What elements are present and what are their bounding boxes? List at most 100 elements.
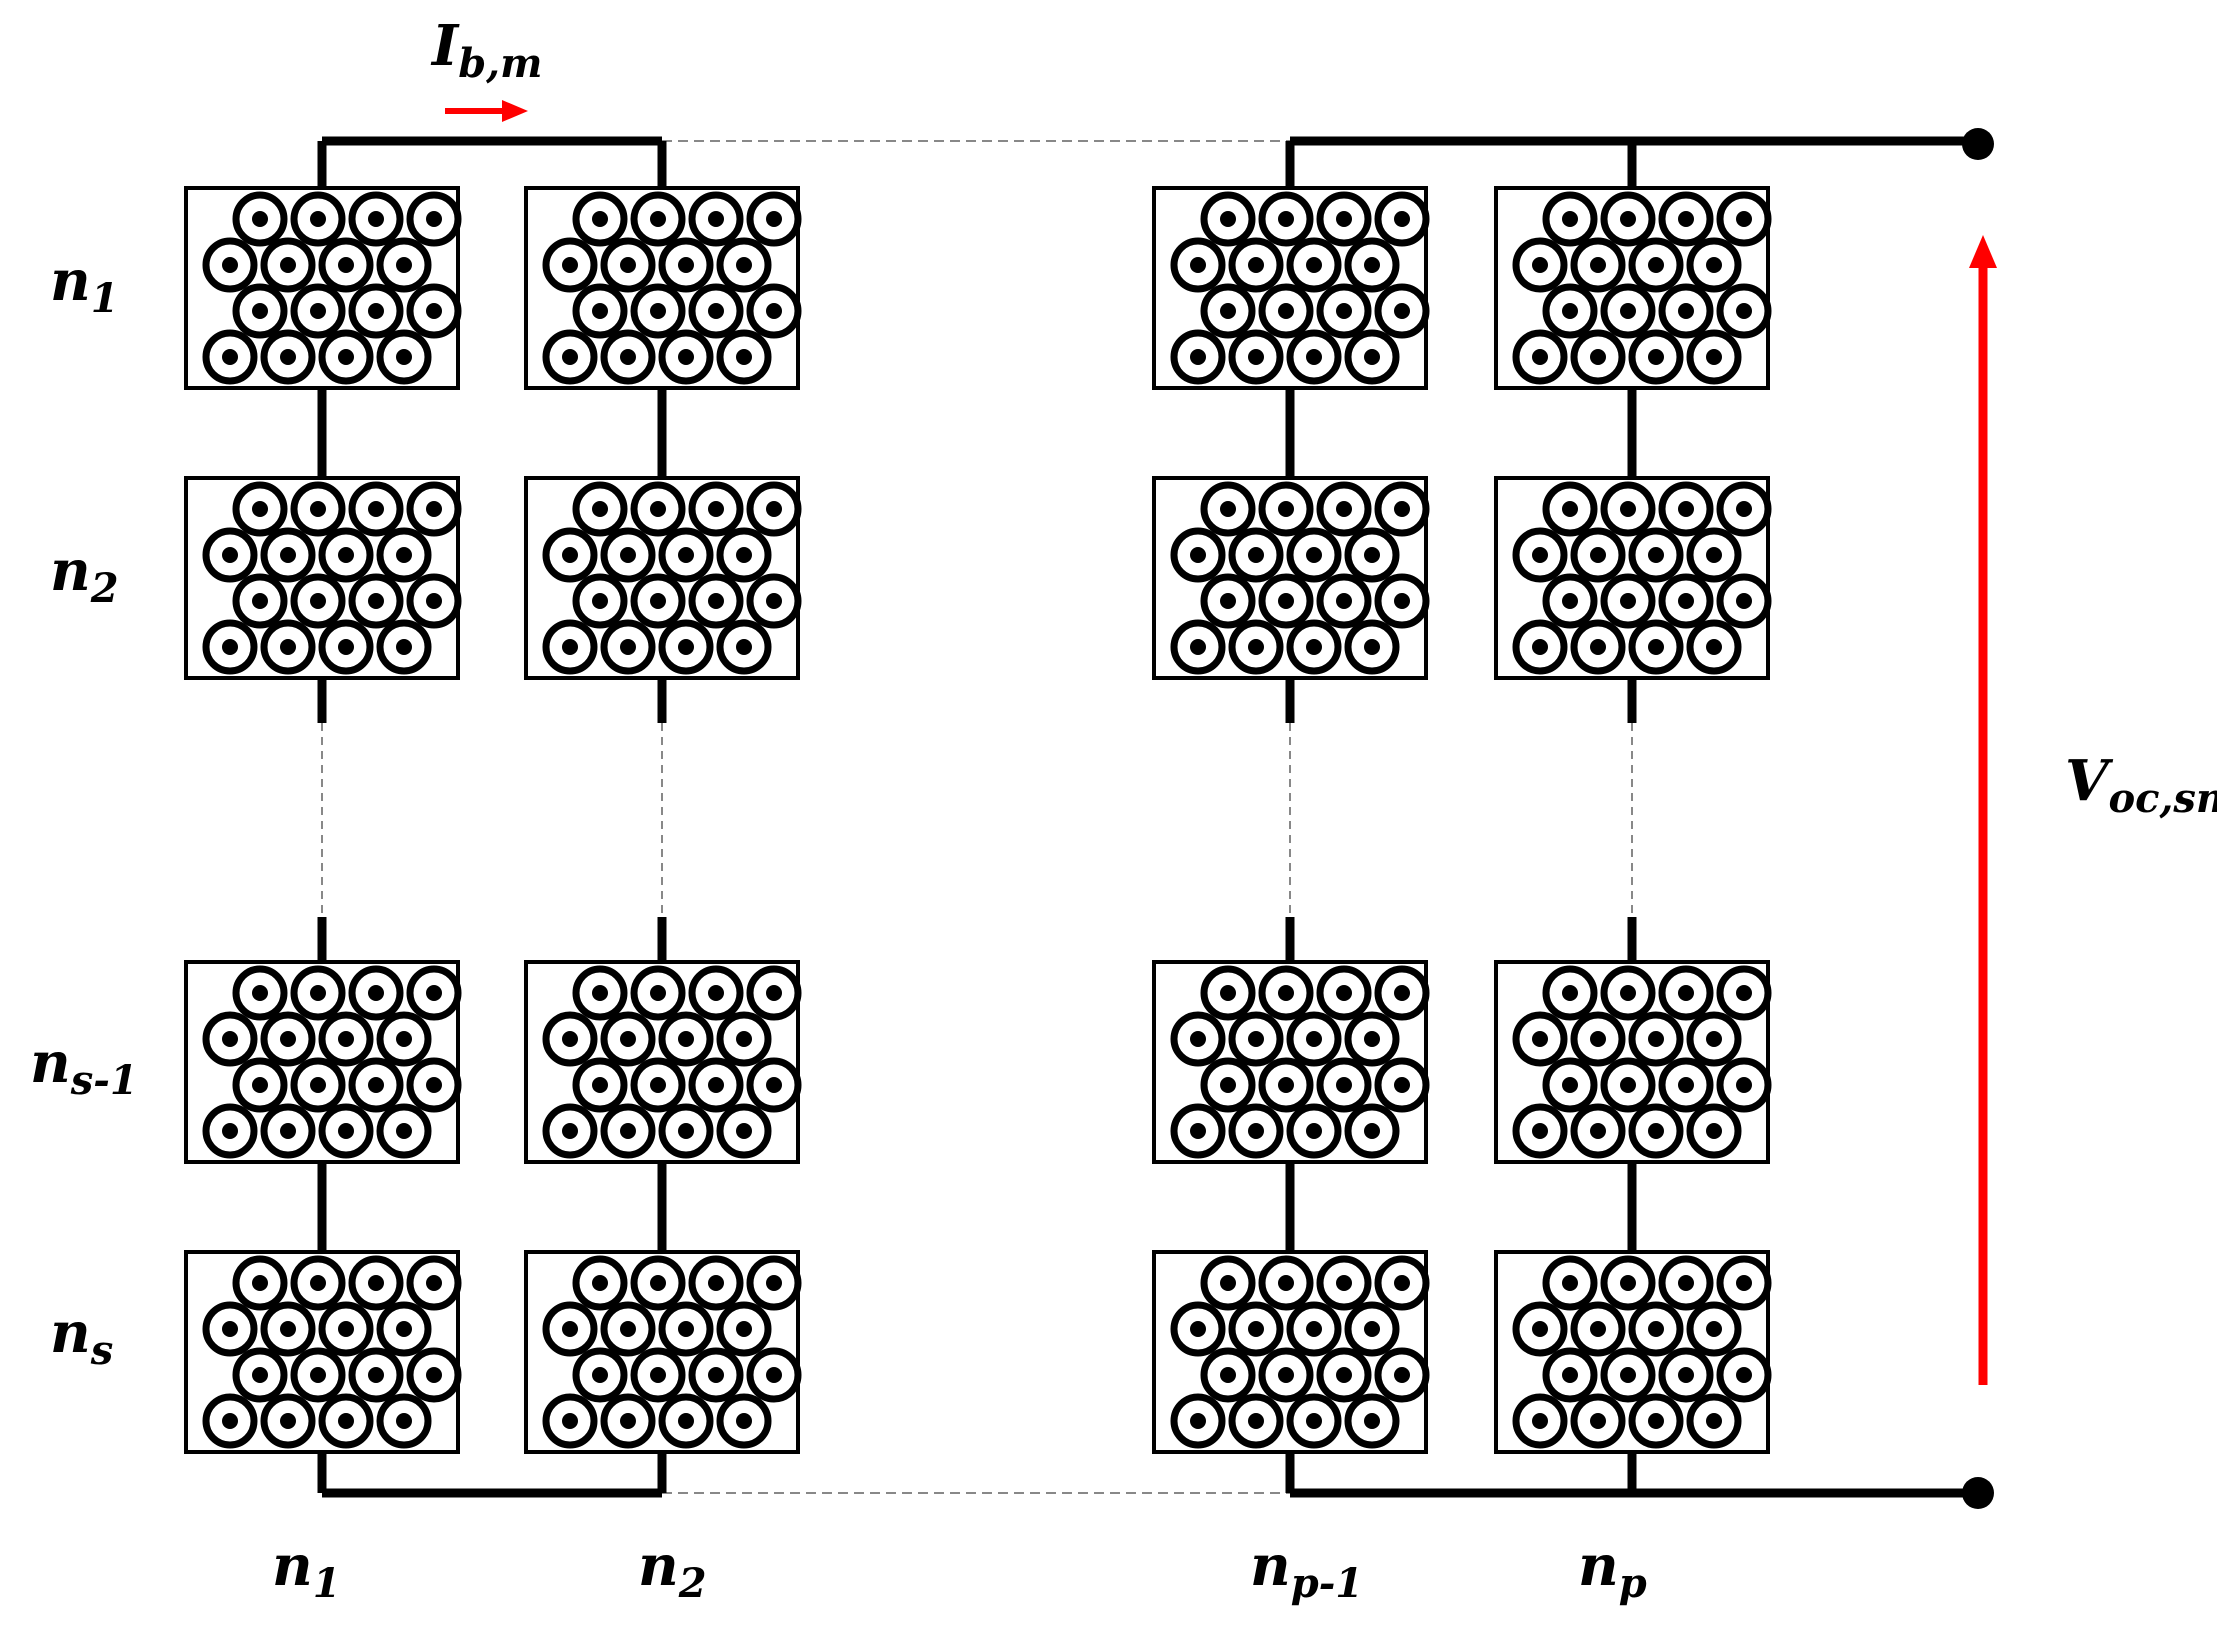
cell-core: [1190, 1413, 1206, 1429]
cell-core: [310, 211, 326, 227]
cell-core: [1736, 1367, 1752, 1383]
cell-core: [650, 303, 666, 319]
battery-module: [524, 186, 802, 390]
cell-core: [678, 257, 694, 273]
cell-core: [1706, 639, 1722, 655]
voltage-label: Voc,sm: [2065, 748, 2217, 822]
cell-core: [1336, 1275, 1352, 1291]
cell-core: [1562, 303, 1578, 319]
cell-core: [708, 501, 724, 517]
cell-core: [736, 639, 752, 655]
cell-core: [1648, 639, 1664, 655]
cell-core: [252, 593, 268, 609]
cell-core: [620, 639, 636, 655]
cell-core: [338, 1413, 354, 1429]
positive-terminal: [1962, 128, 1994, 160]
cell-core: [1248, 1413, 1264, 1429]
column-label-p-1: np-1: [1250, 1533, 1363, 1607]
cell-core: [650, 1077, 666, 1093]
cell-core: [1306, 1413, 1322, 1429]
column-label-2: n2: [638, 1533, 707, 1607]
cell-core: [426, 1367, 442, 1383]
cell-core: [280, 547, 296, 563]
cell-core: [736, 257, 752, 273]
cell-core: [1678, 985, 1694, 1001]
cell-core: [1394, 1367, 1410, 1383]
cell-core: [1648, 1031, 1664, 1047]
cell-core: [736, 547, 752, 563]
cell-core: [252, 211, 268, 227]
cell-core: [1190, 257, 1206, 273]
cell-core: [1678, 303, 1694, 319]
cell-core: [1248, 547, 1264, 563]
cell-core: [766, 593, 782, 609]
cell-core: [1364, 1413, 1380, 1429]
cell-core: [280, 349, 296, 365]
cell-core: [1678, 501, 1694, 517]
cell-core: [1190, 639, 1206, 655]
cell-core: [766, 303, 782, 319]
battery-module: [524, 1250, 802, 1454]
cell-core: [1648, 547, 1664, 563]
cell-core: [1706, 349, 1722, 365]
cell-core: [736, 1031, 752, 1047]
cell-core: [426, 303, 442, 319]
cell-core: [1678, 1367, 1694, 1383]
cell-core: [1736, 211, 1752, 227]
cell-core: [368, 1275, 384, 1291]
cell-core: [1706, 1031, 1722, 1047]
cell-core: [766, 1275, 782, 1291]
cell-core: [396, 1123, 412, 1139]
cell-core: [592, 211, 608, 227]
negative-terminal: [1962, 1477, 1994, 1509]
cell-core: [1562, 1367, 1578, 1383]
cell-core: [736, 349, 752, 365]
cell-core: [1278, 1275, 1294, 1291]
cell-core: [1336, 1077, 1352, 1093]
cell-core: [1190, 547, 1206, 563]
cell-core: [562, 257, 578, 273]
cell-core: [678, 1031, 694, 1047]
cell-core: [368, 593, 384, 609]
cell-core: [1736, 985, 1752, 1001]
cell-core: [252, 985, 268, 1001]
cell-core: [708, 1367, 724, 1383]
cell-core: [252, 1077, 268, 1093]
cell-core: [1306, 349, 1322, 365]
cell-core: [338, 1321, 354, 1337]
cell-core: [1736, 593, 1752, 609]
cell-core: [678, 1321, 694, 1337]
current-arrow: [445, 100, 528, 122]
cell-core: [1336, 593, 1352, 609]
cell-core: [1562, 501, 1578, 517]
cell-core: [396, 639, 412, 655]
row-label-2: n2: [50, 538, 119, 612]
cell-core: [1220, 303, 1236, 319]
cell-core: [1336, 501, 1352, 517]
cell-core: [368, 1077, 384, 1093]
cell-core: [766, 985, 782, 1001]
cell-core: [1336, 211, 1352, 227]
cell-core: [1648, 1321, 1664, 1337]
cell-core: [310, 593, 326, 609]
cell-core: [1364, 639, 1380, 655]
cell-core: [252, 501, 268, 517]
cell-core: [1648, 1123, 1664, 1139]
battery-module: [184, 1250, 462, 1454]
cell-core: [620, 1321, 636, 1337]
cell-core: [280, 639, 296, 655]
cell-core: [1364, 1031, 1380, 1047]
cell-core: [562, 547, 578, 563]
cell-core: [1590, 639, 1606, 655]
cell-core: [1220, 985, 1236, 1001]
cell-core: [1736, 303, 1752, 319]
cell-core: [650, 211, 666, 227]
cell-core: [1220, 1077, 1236, 1093]
battery-module: [524, 960, 802, 1164]
cell-core: [678, 349, 694, 365]
cell-core: [562, 349, 578, 365]
cell-core: [592, 501, 608, 517]
cell-core: [736, 1123, 752, 1139]
cell-core: [650, 1275, 666, 1291]
cell-core: [1394, 1275, 1410, 1291]
